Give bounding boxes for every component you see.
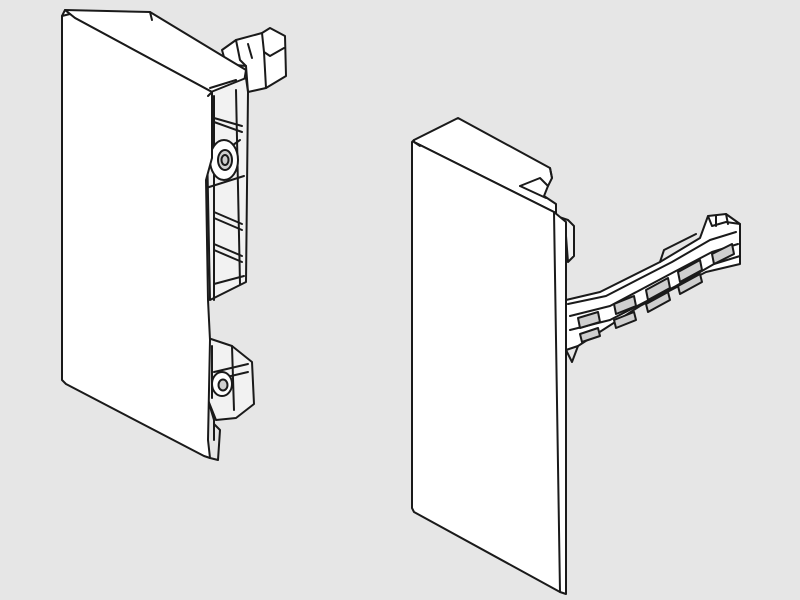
right-front-fixing-bracket	[411, 117, 741, 595]
left-bracket-inner-frame	[205, 77, 249, 301]
right-bracket-front-panel	[411, 139, 567, 595]
left-front-fixing-bracket	[61, 9, 287, 461]
left-bracket-front-panel	[61, 9, 213, 459]
left-bracket-screw-boss-upper	[209, 139, 239, 181]
right-bracket-rail-arm	[565, 213, 741, 363]
